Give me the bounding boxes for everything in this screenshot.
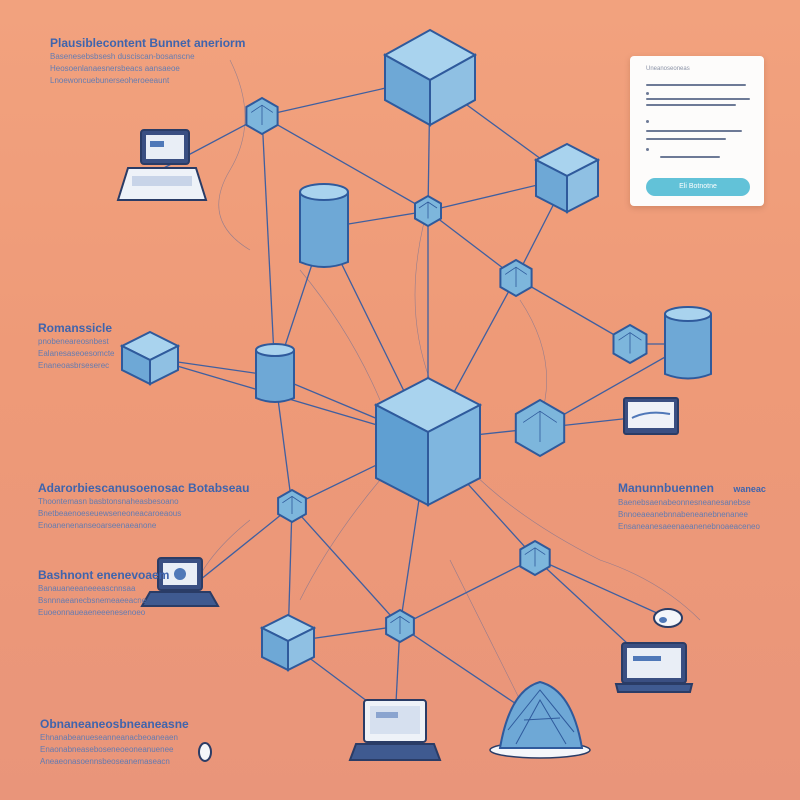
server-node-right [664, 306, 712, 380]
node-facet [504, 266, 528, 287]
form-bullet [646, 92, 649, 95]
text-line: Lnoewoncuebunerseoheroeeaunt [50, 76, 170, 85]
form-line [646, 138, 726, 140]
text-block-bottom-left: Obnaneaneosbneaneasne Ehnanabeanueseanne… [40, 716, 189, 768]
form-line [660, 156, 720, 158]
network-link [261, 115, 276, 377]
node-facet [418, 201, 438, 219]
text-line: Heosoenlanaesnersbeacs aansaeoe [50, 64, 180, 73]
text-block-left-lower: Adarorbiescanusoenosac Botabseau Thoonte… [38, 480, 249, 532]
network-link [515, 277, 631, 345]
laptop-icon-mid-right [623, 397, 679, 435]
text-line: Baenebsaenabeonnesneanesanebse [618, 498, 751, 507]
mouse-icon-right [653, 608, 683, 628]
text-block-left-mid: Romanssicle pnobeneareosnbest Ealanesase… [38, 320, 115, 372]
text-heading: Manunnbuennen waneac [618, 480, 766, 497]
text-line: Aneaeonasoennsbeoseanemaseacn [40, 757, 170, 766]
text-line: Bnetbeaenoeseuewseneoneacaroeaous [38, 509, 182, 518]
node-facet [524, 547, 546, 567]
form-line [646, 104, 736, 106]
small-nodes [245, 96, 648, 644]
form-caption: Uneanoseoneas [646, 66, 690, 72]
cube-node-right-top [533, 142, 601, 214]
network-wisp [599, 559, 701, 621]
network-wisp [299, 479, 381, 601]
network-link [261, 115, 429, 212]
text-line: Euoeonnaueaeneeenesenoeo [38, 608, 146, 617]
node-facet [522, 410, 558, 442]
form-line [646, 98, 750, 100]
form-line [646, 84, 746, 86]
text-heading-extra: waneac [733, 484, 766, 494]
text-line: Enoanenenanseoarseenaeanone [38, 521, 157, 530]
cube-node-center-large [373, 376, 483, 507]
text-line: Bnnoeaeanebnnabeneanebnenanee [618, 510, 748, 519]
network-wisp [299, 269, 381, 401]
text-line: Ensaneanesaeenaeanenebnoaeaceneo [618, 522, 760, 531]
text-heading: Obnaneaneosbneaneasne [40, 717, 189, 731]
laptop-icon-bottom-center [348, 699, 442, 761]
network-wisps [189, 59, 701, 701]
network-link [427, 210, 517, 279]
text-line: Enaneoasbrseserec [38, 361, 110, 370]
text-line: Banauaneeaneeeascnnsaa [38, 584, 136, 593]
node-facet [282, 495, 302, 514]
text-heading-main: Manunnbuennen [618, 481, 714, 495]
cube-node-bottom-left [259, 613, 317, 672]
node-facet [250, 104, 274, 125]
text-line: pnobeneareosnbest [38, 337, 109, 346]
cube-node-top [382, 28, 478, 127]
network-link [534, 557, 669, 619]
data-dome-icon [489, 680, 591, 759]
text-line: Ealanesaseoesomcte [38, 349, 115, 358]
text-heading: Plausiblecontent Bunnet aneriorm [50, 36, 246, 50]
network-wisp [218, 59, 251, 251]
node-facet [390, 615, 410, 634]
text-block-right: Manunnbuennen waneac Baenebsaenabeonnesn… [618, 480, 766, 533]
text-heading: Romanssicle [38, 321, 113, 335]
server-node-upper [299, 183, 349, 268]
mouse-icon [198, 742, 212, 762]
form-card: Uneanoseoneas Eli Botnotne [630, 56, 764, 206]
form-bullet [646, 120, 649, 123]
laptop-icon-left [140, 557, 220, 607]
network-link [291, 505, 401, 627]
cube-node-left-mid [119, 330, 181, 386]
network-wisp [469, 469, 601, 561]
text-block-top-left: Plausiblecontent Bunnet aneriorm Basenes… [50, 35, 245, 87]
server-node-left [255, 343, 295, 403]
text-line: Ehnanabeanueseanneanacbeoaneaen [40, 733, 178, 742]
laptop-icon-bottom-right [614, 642, 694, 693]
text-heading: Adarorbiescanusoenosac Botabseau [38, 481, 250, 495]
node-facet [618, 332, 642, 354]
laptop-icon-top-left [116, 129, 208, 201]
form-line [646, 130, 742, 132]
text-line: Basenesebsbsesh dusciscan-bosanscne [50, 52, 195, 61]
form-bullet [646, 148, 649, 151]
text-line: Bsnnnaeanecbsnemeaeeacne [38, 596, 147, 605]
text-line: Thoontemasn basbtonsnaheasbesoano [38, 497, 179, 506]
text-block-left-bottom: Bashnont enenevoaem Banauaneeaneeeascnns… [38, 567, 169, 619]
network-link [399, 557, 536, 627]
network-wisp [449, 559, 521, 701]
text-heading: Bashnont enenevoaem [38, 568, 170, 582]
submit-button[interactable]: Eli Botnotne [646, 178, 750, 196]
text-line: Enaonabneaseboseneoeoneanuenee [40, 745, 174, 754]
